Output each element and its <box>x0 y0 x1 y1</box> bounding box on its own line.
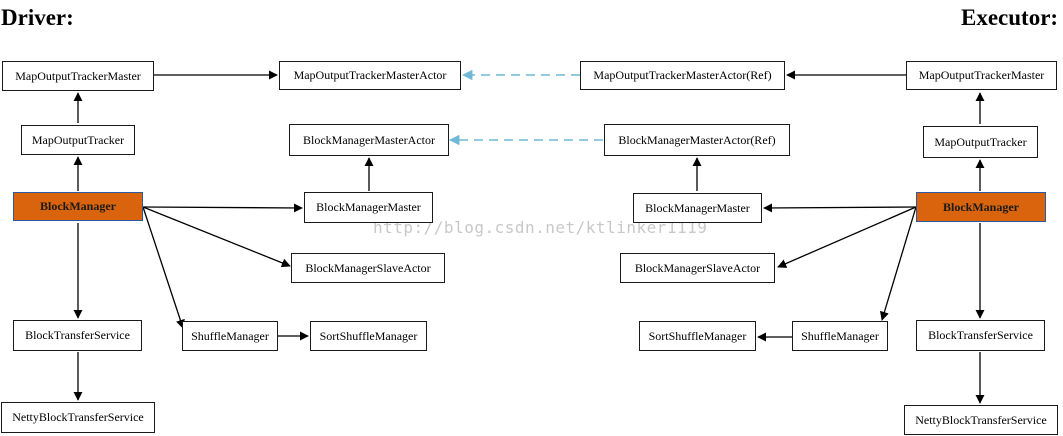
edge-executor-blockmanager-to-slaveactor <box>777 206 917 268</box>
driver-block-manager-master-actor-node[interactable]: BlockManagerMasterActor <box>289 124 449 156</box>
executor-map-output-tracker-master-actor-ref-node[interactable]: MapOutputTrackerMasterActor(Ref) <box>580 61 785 90</box>
driver-block-manager-slave-actor-node[interactable]: BlockManagerSlaveActor <box>291 253 445 283</box>
executor-shuffle-manager-node[interactable]: ShuffleManager <box>792 321 888 351</box>
driver-shuffle-manager-node[interactable]: ShuffleManager <box>182 321 278 351</box>
edge-executor-blockmanager-to-shufflemanager <box>880 206 917 321</box>
driver-map-output-tracker-master-node[interactable]: MapOutputTrackerMaster <box>2 61 154 91</box>
driver-map-output-tracker-master-actor-node[interactable]: MapOutputTrackerMasterActor <box>279 61 461 90</box>
executor-block-transfer-service-node[interactable]: BlockTransferService <box>916 320 1045 351</box>
driver-block-manager-node[interactable]: BlockManager <box>13 192 143 221</box>
executor-sort-shuffle-manager-node[interactable]: SortShuffleManager <box>639 321 756 351</box>
executor-block-manager-slave-actor-node[interactable]: BlockManagerSlaveActor <box>620 253 775 283</box>
driver-block-manager-master-node[interactable]: BlockManagerMaster <box>304 192 433 223</box>
driver-block-transfer-service-node[interactable]: BlockTransferService <box>13 320 142 351</box>
executor-block-manager-node[interactable]: BlockManager <box>916 192 1046 222</box>
driver-heading: Driver: <box>1 5 74 30</box>
edge-executor-blockmanager-to-bmmaster <box>763 203 917 213</box>
watermark: http://blog.csdn.net/ktlinker1119 <box>373 218 708 237</box>
edge-driver-blockmanager-to-slaveactor <box>142 206 291 268</box>
executor-block-manager-master-actor-ref-node[interactable]: BlockManagerMasterActor(Ref) <box>604 124 790 156</box>
driver-netty-block-transfer-service-node[interactable]: NettyBlockTransferService <box>1 402 155 433</box>
executor-map-output-tracker-node[interactable]: MapOutputTracker <box>923 126 1038 158</box>
edge-driver-blockmanager-to-bmmaster <box>142 203 303 213</box>
executor-map-output-tracker-master-node[interactable]: MapOutputTrackerMaster <box>906 61 1057 90</box>
executor-heading: Executor: <box>961 5 1059 30</box>
executor-block-manager-master-node[interactable]: BlockManagerMaster <box>633 193 762 223</box>
driver-sort-shuffle-manager-node[interactable]: SortShuffleManager <box>310 321 427 351</box>
edge-driver-blockmanager-to-shufflemanager <box>142 206 185 329</box>
driver-map-output-tracker-node[interactable]: MapOutputTracker <box>21 125 135 155</box>
executor-netty-block-transfer-service-node[interactable]: NettyBlockTransferService <box>904 405 1058 435</box>
